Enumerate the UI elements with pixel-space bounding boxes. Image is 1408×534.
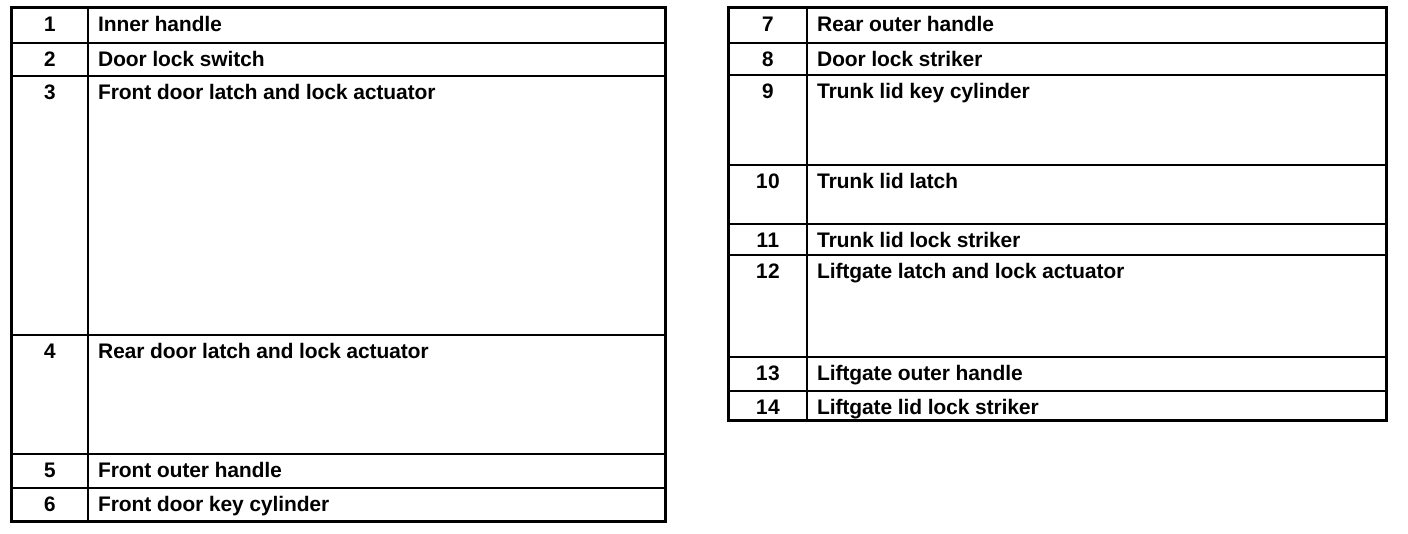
- table-row: 4 Rear door latch and lock actuator: [13, 336, 664, 455]
- row-description-cell: Rear outer handle: [817, 13, 994, 36]
- table-row: 7 Rear outer handle: [730, 9, 1385, 44]
- row-description-cell: Trunk lid lock striker: [817, 229, 1021, 252]
- row-number-cell: 14: [730, 392, 808, 419]
- table-row: 11 Trunk lid lock striker: [730, 225, 1385, 256]
- table-row: 12 Liftgate latch and lock actuator: [730, 256, 1385, 358]
- row-number-cell: 9: [730, 76, 808, 164]
- row-number-cell: 4: [13, 336, 89, 453]
- row-number-cell: 1: [13, 9, 89, 42]
- row-number-cell: 8: [730, 44, 808, 74]
- row-description-cell: Front door latch and lock actuator: [98, 81, 436, 104]
- row-number-cell: 12: [730, 256, 808, 356]
- row-number-cell: 7: [730, 9, 808, 42]
- row-description-cell: Door lock switch: [98, 48, 265, 71]
- row-number-cell: 13: [730, 358, 808, 390]
- row-description-cell: Trunk lid latch: [817, 170, 958, 193]
- table-row: 14 Liftgate lid lock striker: [730, 392, 1385, 419]
- table-row: 8 Door lock striker: [730, 44, 1385, 76]
- row-description-cell: Liftgate outer handle: [817, 362, 1023, 385]
- row-number-cell: 10: [730, 166, 808, 223]
- row-number-cell: 11: [730, 225, 808, 254]
- row-number-cell: 5: [13, 455, 89, 487]
- row-description-cell: Door lock striker: [817, 48, 983, 71]
- table-row: 3 Front door latch and lock actuator: [13, 77, 664, 336]
- table-row: 2 Door lock switch: [13, 44, 664, 77]
- row-description-cell: Inner handle: [98, 13, 222, 36]
- row-number-cell: 3: [13, 77, 89, 334]
- row-description-cell: Trunk lid key cylinder: [817, 80, 1030, 103]
- row-description-cell: Liftgate latch and lock actuator: [817, 260, 1125, 283]
- table-row: 1 Inner handle: [13, 9, 664, 44]
- row-number-cell: 2: [13, 44, 89, 75]
- row-description-cell: Rear door latch and lock actuator: [98, 340, 429, 363]
- table-row: 9 Trunk lid key cylinder: [730, 76, 1385, 166]
- row-description-cell: Liftgate lid lock striker: [817, 396, 1039, 419]
- row-description-cell: Front outer handle: [98, 459, 282, 482]
- table-row: 5 Front outer handle: [13, 455, 664, 489]
- table-row: 13 Liftgate outer handle: [730, 358, 1385, 392]
- table-row: 10 Trunk lid latch: [730, 166, 1385, 225]
- table-row: 6 Front door key cylinder: [13, 489, 664, 520]
- row-number-cell: 6: [13, 489, 89, 520]
- row-description-cell: Front door key cylinder: [98, 493, 330, 516]
